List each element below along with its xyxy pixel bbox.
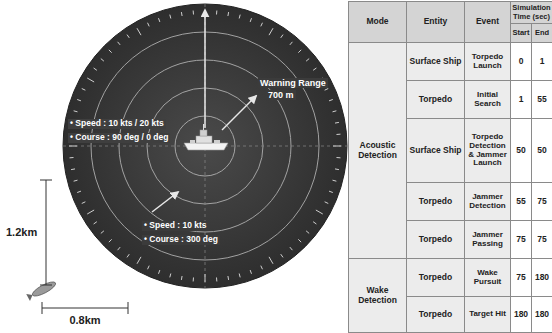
warning-range-arrow: [222, 96, 256, 130]
event-cell: Torpedo Detection & Jammer Launch: [464, 118, 511, 183]
table-cell-text: 180: [535, 310, 549, 319]
entity-cell: Surface Ship: [406, 42, 465, 81]
time-cell: 1: [531, 42, 552, 81]
time-cell: 180: [531, 296, 552, 333]
table-header: End: [531, 23, 552, 43]
table-cell-text: 0: [519, 57, 524, 66]
bearing-ticks: [69, 10, 341, 282]
table-header: Start: [510, 23, 532, 43]
heading-arrow: [204, 10, 206, 128]
table-cell-text: Wake Detection: [351, 286, 404, 305]
table-cell-text: Surface Ship: [410, 57, 462, 66]
table-cell-text: 1: [540, 57, 545, 66]
mode-cell: Acoustic Detection: [348, 42, 407, 259]
warning-range-label: Warning Range: [258, 78, 328, 88]
time-cell: 180: [531, 258, 552, 297]
dimension-label: 0.8km: [67, 314, 102, 327]
event-cell: Wake Pursuit: [464, 258, 511, 297]
event-cell: Initial Search: [464, 80, 511, 119]
table-cell-text: Surface Ship: [410, 146, 462, 155]
table-cell-text: 75: [537, 197, 546, 206]
table-cell-text: Event: [476, 17, 499, 26]
table-cell-text: Initial Search: [467, 91, 508, 109]
table-cell-text: Torpedo: [419, 235, 452, 244]
table-cell-text: Torpedo Detection & Jammer Launch: [467, 133, 508, 168]
entity-cell: Torpedo: [406, 258, 465, 297]
table-cell-text: Target Hit: [469, 310, 506, 319]
course-label: • Course : 300 deg: [142, 235, 220, 245]
time-cell: 1: [510, 80, 532, 119]
time-cell: 50: [531, 118, 552, 183]
course-label: • Course : 90 deg / 0 deg: [68, 133, 170, 143]
table-cell-text: 75: [516, 235, 525, 244]
time-cell: 0: [510, 42, 532, 81]
time-cell: 75: [531, 182, 552, 221]
range-value: 700 m: [266, 90, 296, 100]
event-cell: Jammer Detection: [464, 182, 511, 221]
event-cell: Torpedo Launch: [464, 42, 511, 81]
time-cell: 55: [531, 80, 552, 119]
table-cell-text: 50: [537, 146, 546, 155]
table-cell-text: Torpedo Launch: [467, 53, 508, 71]
table-cell-text: Entity: [424, 17, 448, 26]
table-cell-text: Jammer Passing: [467, 231, 508, 249]
table-header: Mode: [348, 1, 407, 43]
torpedo-course-arrow: [152, 192, 178, 212]
speed-label: • Speed : 10 kts / 20 kts: [68, 119, 166, 129]
time-cell: 180: [510, 296, 532, 333]
table-cell-text: Torpedo: [419, 95, 452, 104]
table-cell-text: Torpedo: [419, 273, 452, 282]
table-cell-text: Torpedo: [419, 197, 452, 206]
table-cell-text: 50: [516, 146, 525, 155]
ship-icon: [184, 124, 228, 150]
event-cell: Jammer Passing: [464, 220, 511, 259]
entity-cell: Torpedo: [406, 296, 465, 333]
table-cell-text: Simulation Time (sec): [512, 4, 550, 21]
mode-cell: Wake Detection: [348, 258, 407, 333]
table-cell-text: 1: [519, 95, 524, 104]
table-cell-text: Jammer Detection: [467, 193, 508, 211]
table-header: Entity: [406, 1, 465, 43]
torpedo-icon: [26, 279, 57, 301]
dimension-label: 1.2km: [4, 226, 39, 239]
table-cell-text: Start: [512, 29, 529, 37]
time-cell: 75: [510, 258, 532, 297]
table-cell-text: Torpedo: [419, 310, 452, 319]
table-cell-text: 75: [537, 235, 546, 244]
table-cell-text: 180: [514, 310, 528, 319]
table-cell-text: Acoustic Detection: [351, 141, 404, 160]
radar-disc: [63, 4, 347, 288]
event-cell: Target Hit: [464, 296, 511, 333]
table-cell-text: End: [535, 29, 549, 37]
entity-cell: Torpedo: [406, 182, 465, 221]
time-cell: 55: [510, 182, 532, 221]
speed-label: • Speed : 10 kts: [142, 221, 209, 231]
time-cell: 75: [510, 220, 532, 259]
table-header: Simulation Time (sec): [510, 1, 552, 24]
table-cell-text: 55: [516, 197, 525, 206]
entity-cell: Torpedo: [406, 80, 465, 119]
table-cell-text: 180: [535, 273, 549, 282]
grid-lines: [63, 4, 347, 288]
table-cell-text: Mode: [366, 17, 388, 26]
entity-cell: Torpedo: [406, 220, 465, 259]
entity-cell: Surface Ship: [406, 118, 465, 183]
table-cell-text: 75: [516, 273, 525, 282]
dimension-lines: [40, 180, 128, 314]
time-cell: 75: [531, 220, 552, 259]
table-cell-text: 55: [537, 95, 546, 104]
time-cell: 50: [510, 118, 532, 183]
table-header: Event: [464, 1, 511, 43]
table-cell-text: Wake Pursuit: [467, 269, 508, 287]
